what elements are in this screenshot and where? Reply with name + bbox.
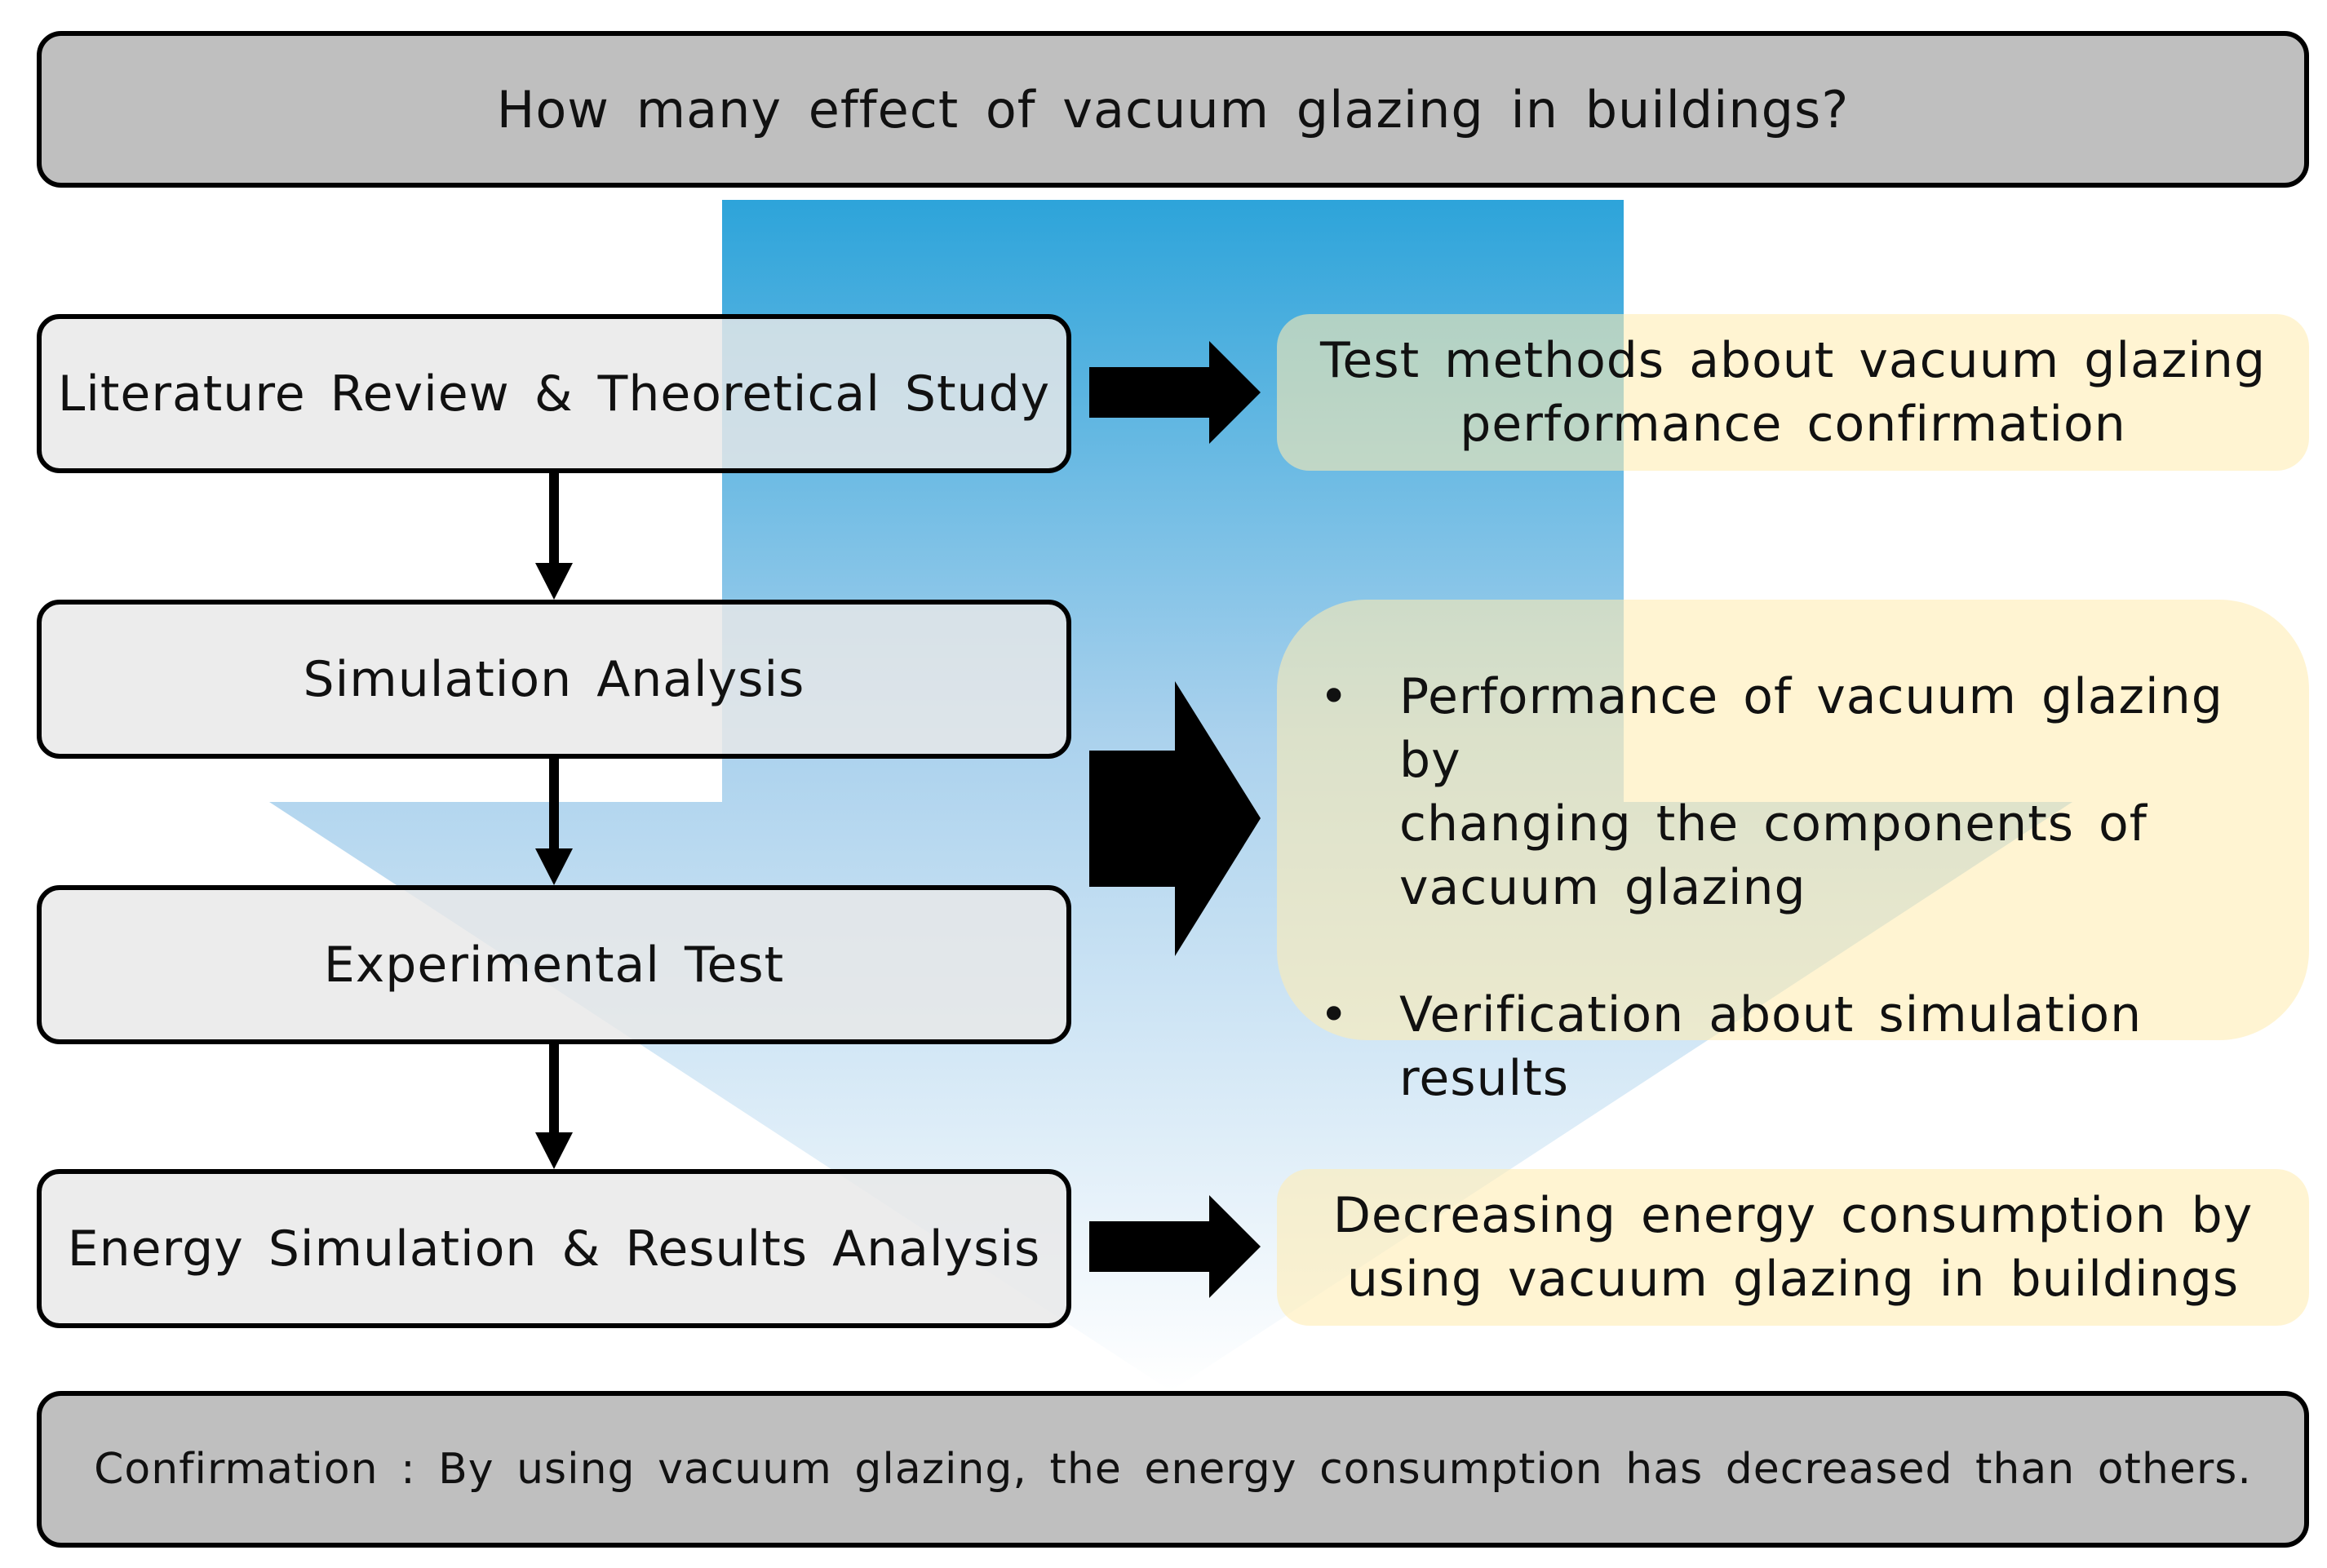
vertical-connector-shaft — [549, 1044, 559, 1134]
step-label: Energy Simulation & Results Analysis — [67, 1220, 1041, 1278]
vertical-connector — [535, 759, 573, 885]
vertical-connector-shaft — [549, 759, 559, 850]
header-question-box: How many effect of vacuum glazing in bui… — [37, 31, 2309, 188]
result-line: Test methods about vacuum glazing — [1319, 332, 2267, 389]
bullet-item: • Performance of vacuum glazing by chang… — [1277, 665, 2309, 919]
right-block-arrow-icon — [1089, 681, 1261, 956]
step-label: Literature Review & Theoretical Study — [57, 365, 1051, 423]
bullet-line: Verification about simulation results — [1399, 986, 2143, 1107]
step-label: Simulation Analysis — [303, 650, 805, 708]
bullet-marker: • — [1319, 668, 1350, 725]
vertical-connector — [535, 473, 573, 600]
down-arrow-head-icon — [535, 1132, 573, 1169]
bullet-line: Performance of vacuum glazing by — [1399, 668, 2223, 789]
down-arrow-head-icon — [535, 563, 573, 600]
footer-confirmation: Confirmation : By using vacuum glazing, … — [94, 1445, 2252, 1494]
right-block-arrow-icon — [1089, 1195, 1261, 1298]
down-arrow-head-icon — [535, 848, 573, 885]
result-line: using vacuum glazing in buildings — [1346, 1251, 2240, 1308]
step-energy-simulation: Energy Simulation & Results Analysis — [37, 1169, 1071, 1328]
result-test-methods: Test methods about vacuum glazing perfor… — [1277, 314, 2309, 471]
step-literature-review: Literature Review & Theoretical Study — [37, 314, 1071, 473]
result-line: performance confirmation — [1460, 396, 2126, 453]
footer-confirmation-box: Confirmation : By using vacuum glazing, … — [37, 1391, 2309, 1548]
bullet-line: changing the components of — [1399, 795, 2147, 853]
bullet-line: vacuum glazing — [1399, 859, 1806, 916]
bullet-list: • Performance of vacuum glazing by chang… — [1277, 665, 2309, 1110]
vertical-connector-shaft — [549, 473, 559, 565]
vertical-connector — [535, 1044, 573, 1169]
step-simulation-analysis: Simulation Analysis — [37, 600, 1071, 759]
bullet-marker: • — [1319, 986, 1350, 1043]
result-energy-decrease: Decreasing energy consumption by using v… — [1277, 1169, 2309, 1326]
step-experimental-test: Experimental Test — [37, 885, 1071, 1044]
bullet-item: • Verification about simulation results — [1277, 983, 2309, 1110]
header-question: How many effect of vacuum glazing in bui… — [496, 79, 1850, 140]
result-performance-bullets: • Performance of vacuum glazing by chang… — [1277, 600, 2309, 1107]
right-block-arrow-icon — [1089, 341, 1261, 444]
step-label: Experimental Test — [323, 936, 785, 994]
result-line: Decreasing energy consumption by — [1332, 1187, 2254, 1244]
